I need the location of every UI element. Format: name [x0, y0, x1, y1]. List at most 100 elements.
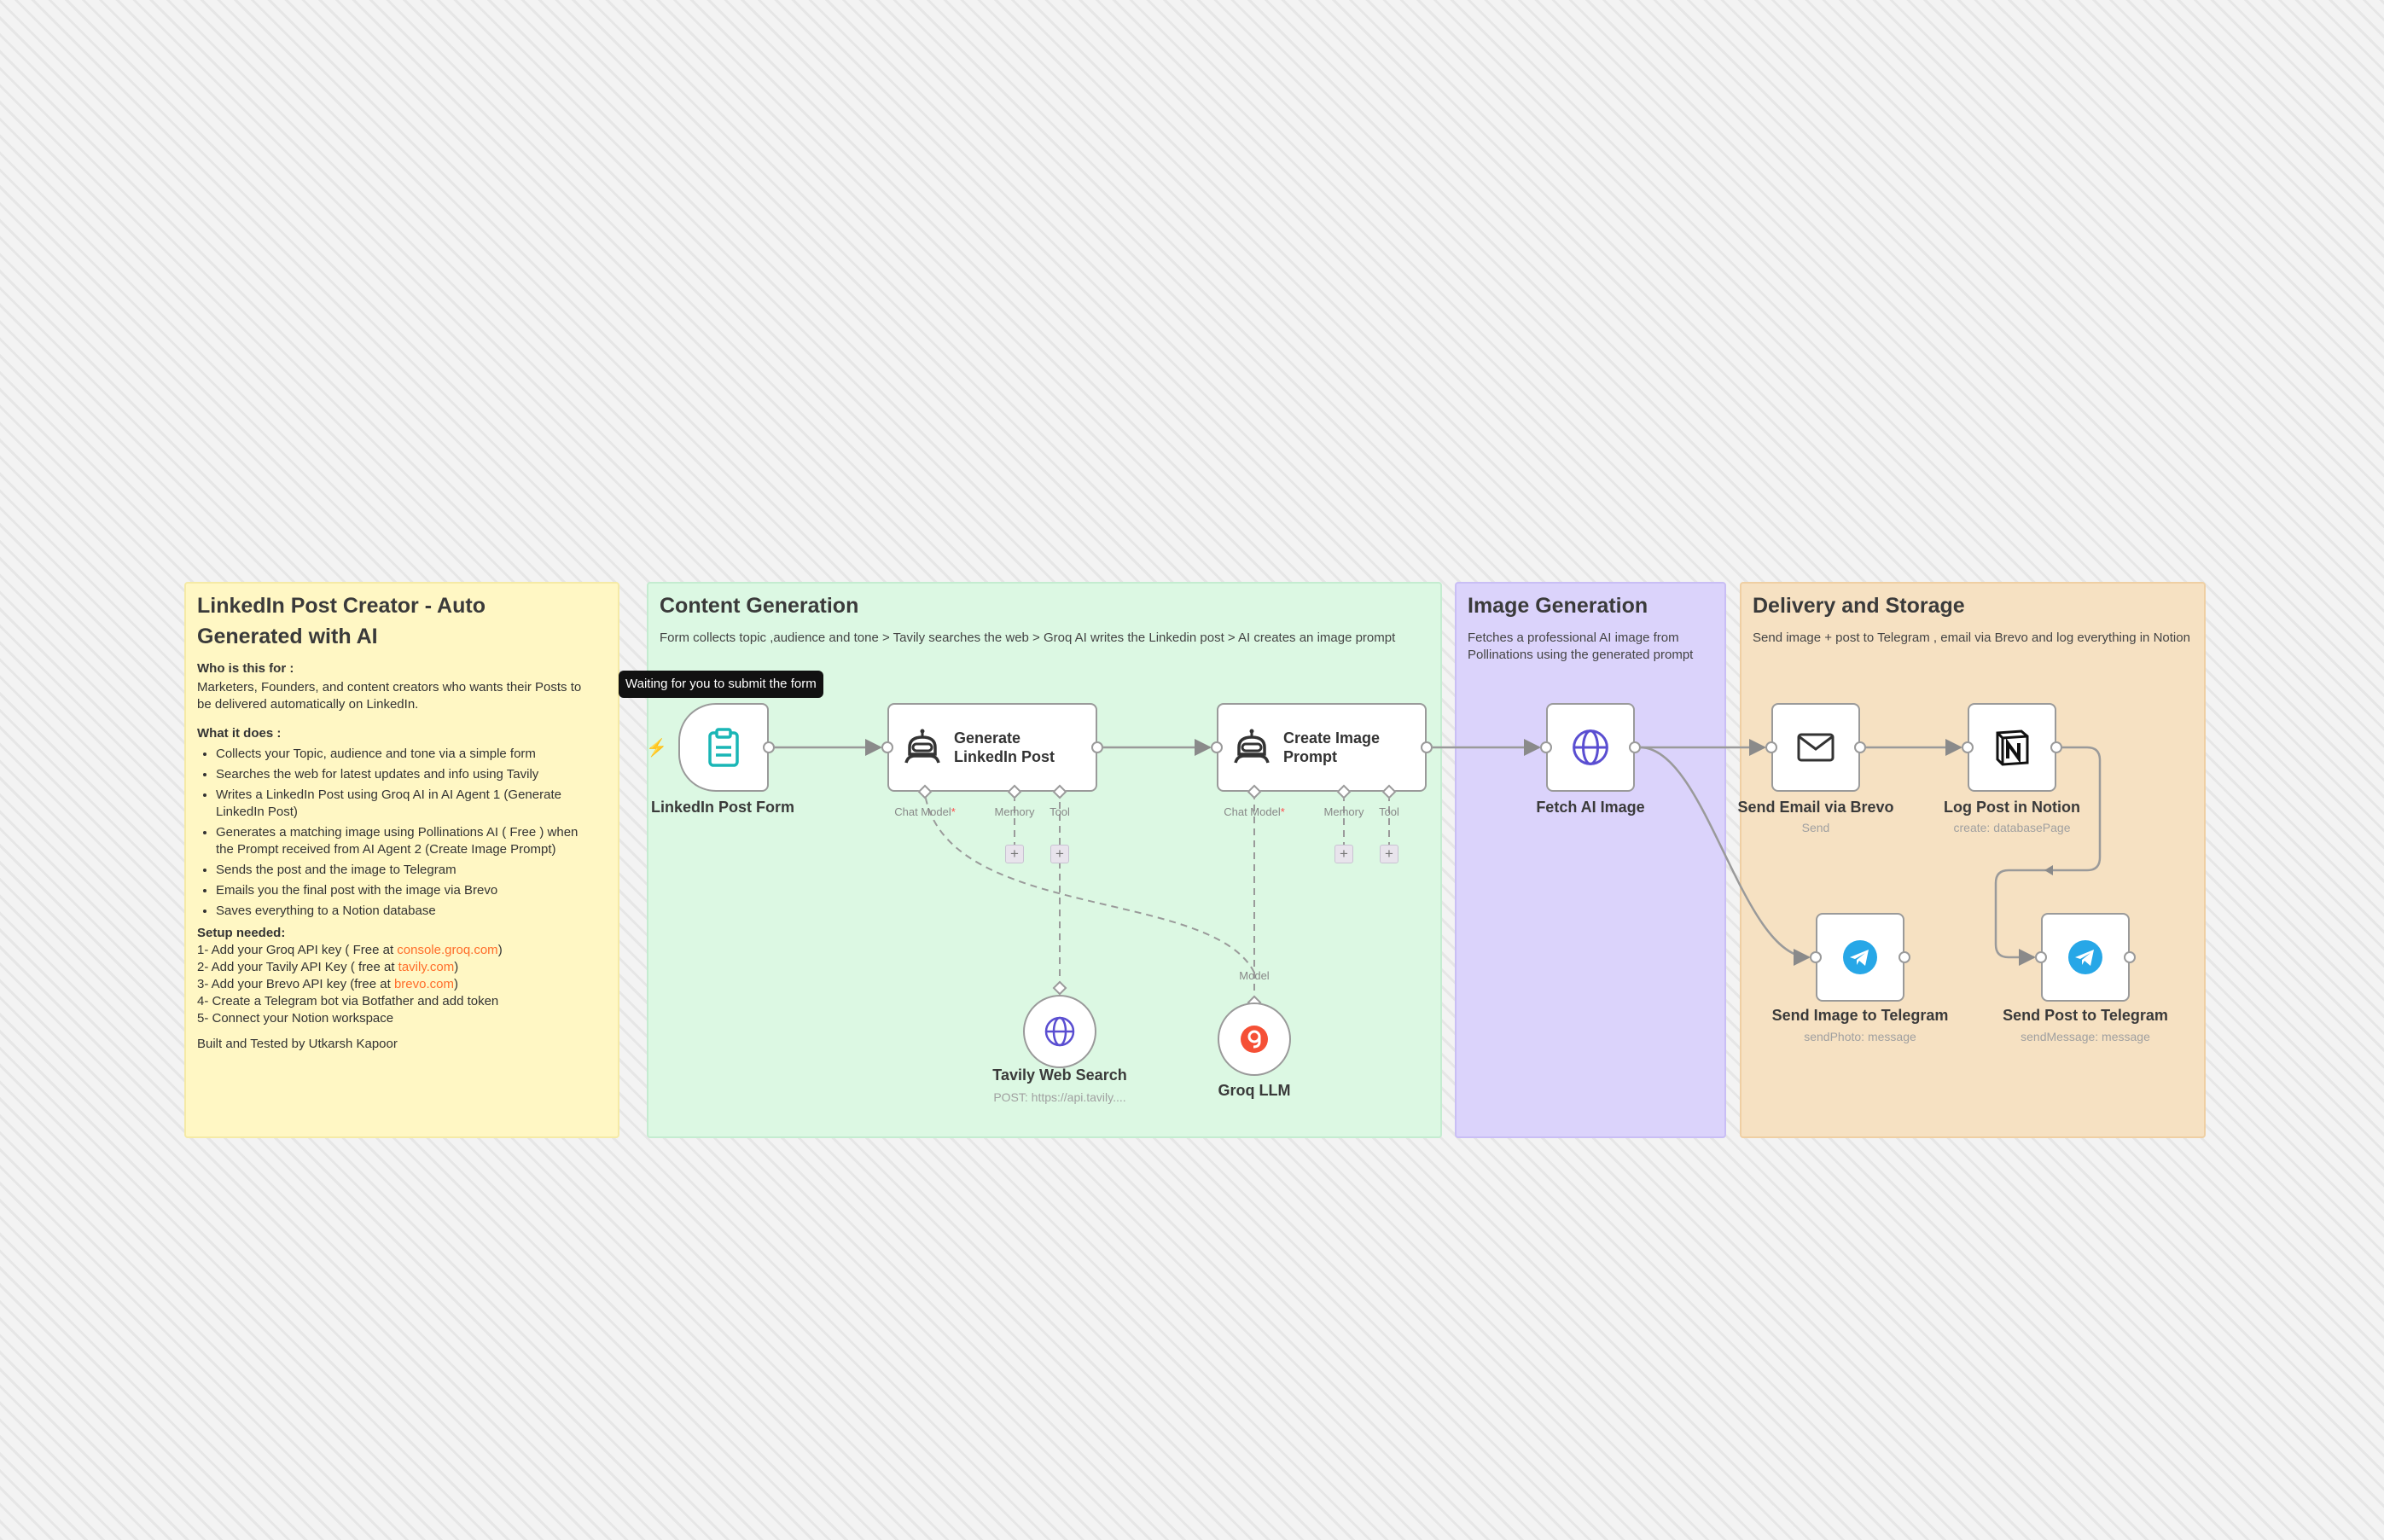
setup-text: ): [454, 960, 459, 974]
port-tgimage-in[interactable]: [1810, 951, 1822, 963]
port-brevo-out[interactable]: [1854, 741, 1866, 753]
telegram-icon: [1843, 940, 1877, 974]
port-notion-in[interactable]: [1962, 741, 1974, 753]
label-send-email-brevo: Send Email via Brevo: [1737, 799, 1894, 816]
edge-groq-agent1-chat: [924, 793, 1255, 973]
what-item: Emails you the final post with the image…: [216, 882, 595, 899]
node-send-image-telegram[interactable]: [1816, 913, 1904, 1002]
port-agent2-in[interactable]: [1211, 741, 1223, 753]
node-linkedin-post-form[interactable]: [678, 703, 769, 792]
port-tgpost-in[interactable]: [2035, 951, 2047, 963]
sub-log-post-notion: create: databasePage: [1953, 821, 2071, 834]
intro-body: Who is this for : Marketers, Founders, a…: [197, 660, 595, 1053]
node-generate-linkedin-post[interactable]: Generate LinkedIn Post: [887, 703, 1097, 792]
content-title: Content Generation: [660, 594, 859, 618]
setup-text: 1- Add your Groq API key ( Free at: [197, 943, 398, 957]
brevo-link[interactable]: brevo.com: [393, 977, 454, 991]
edge-arrow-mid: [2044, 865, 2053, 875]
intro-footer: Built and Tested by Utkarsh Kapoor: [197, 1037, 398, 1051]
intro-title: LinkedIn Post Creator - Auto Generated w…: [197, 594, 486, 648]
delivery-title: Delivery and Storage: [1753, 594, 1965, 618]
label-send-image-telegram: Send Image to Telegram: [1771, 1007, 1949, 1024]
clipboard-icon: [708, 728, 739, 767]
what-heading: What it does :: [197, 726, 282, 741]
what-item: Searches the web for latest updates and …: [216, 766, 595, 783]
setup-heading: Setup needed:: [197, 926, 286, 940]
notion-logo-icon: [1996, 729, 2029, 766]
node-log-post-notion[interactable]: [1968, 703, 2056, 792]
node-fetch-ai-image[interactable]: [1546, 703, 1635, 792]
what-item: Sends the post and the image to Telegram: [216, 862, 595, 879]
who-heading: Who is this for :: [197, 661, 294, 676]
content-subtitle: Form collects topic ,audience and tone >…: [660, 631, 1396, 645]
what-item: Generates a matching image using Pollina…: [216, 824, 595, 858]
add-memory-button[interactable]: +: [1334, 845, 1353, 863]
sticky-intro[interactable]: [184, 582, 619, 1138]
port-label-text: Chat Model: [894, 805, 951, 818]
add-tool-button[interactable]: +: [1380, 845, 1398, 863]
node-create-image-prompt[interactable]: Create Image Prompt: [1217, 703, 1427, 792]
setup-line: 3- Add your Brevo API key (free at brevo…: [197, 976, 595, 993]
sub-tavily-web-search: POST: https://api.tavily....: [993, 1090, 1126, 1104]
delivery-subtitle: Send image + post to Telegram , email vi…: [1753, 631, 2190, 645]
port-fetch-out[interactable]: [1629, 741, 1641, 753]
setup-line: 5- Connect your Notion workspace: [197, 1011, 394, 1026]
node-send-post-telegram[interactable]: [2041, 913, 2130, 1002]
label-agent1-tool: Tool: [1050, 805, 1070, 818]
telegram-icon: [2068, 940, 2102, 974]
what-item: Collects your Topic, audience and tone v…: [216, 746, 595, 763]
setup-text: ): [453, 977, 458, 991]
add-memory-button[interactable]: +: [1005, 845, 1024, 863]
label-agent2-memory: Memory: [1323, 805, 1364, 818]
trigger-tooltip: Waiting for you to submit the form: [619, 671, 823, 698]
label-create-image-prompt: Create Image Prompt: [1283, 729, 1381, 765]
what-item: Writes a LinkedIn Post using Groq AI in …: [216, 787, 595, 821]
port-form-out[interactable]: [763, 741, 775, 753]
who-text: Marketers, Founders, and content creator…: [197, 680, 582, 712]
tavily-link[interactable]: tavily.com: [398, 960, 455, 974]
label-log-post-notion: Log Post in Notion: [1944, 799, 2080, 816]
robot-icon: [1234, 729, 1270, 764]
port-notion-out[interactable]: [2050, 741, 2062, 753]
port-fetch-in[interactable]: [1540, 741, 1552, 753]
node-groq-llm[interactable]: [1218, 1002, 1291, 1076]
label-agent1-chat: Chat Model*: [894, 805, 956, 818]
image-subtitle: Fetches a professional AI image from Pol…: [1468, 631, 1694, 662]
node-send-email-brevo[interactable]: [1771, 703, 1860, 792]
label-fetch-ai-image: Fetch AI Image: [1536, 799, 1645, 816]
sub-send-post-telegram: sendMessage: message: [2021, 1030, 2150, 1043]
setup-text: 3- Add your Brevo API key (free at: [197, 977, 394, 991]
setup-line: 2- Add your Tavily API Key ( free at tav…: [197, 959, 595, 976]
label-tavily-web-search: Tavily Web Search: [992, 1066, 1127, 1084]
what-list: Collects your Topic, audience and tone v…: [197, 746, 595, 920]
label-agent2-tool: Tool: [1379, 805, 1399, 818]
port-agent2-out[interactable]: [1421, 741, 1433, 753]
sticky-delivery-storage[interactable]: [1740, 582, 2206, 1138]
image-title: Image Generation: [1468, 594, 1648, 618]
robot-icon: [904, 729, 940, 764]
globe-icon: [1044, 1016, 1075, 1047]
required-marker: *: [1280, 805, 1285, 818]
label-agent1-memory: Memory: [994, 805, 1035, 818]
label-groq-llm: Groq LLM: [1218, 1082, 1291, 1099]
add-tool-button[interactable]: +: [1050, 845, 1069, 863]
port-tgpost-out[interactable]: [2124, 951, 2136, 963]
sub-send-image-telegram: sendPhoto: message: [1804, 1030, 1916, 1043]
envelope-icon: [1797, 733, 1835, 762]
globe-icon: [1573, 729, 1608, 765]
port-agent1-out[interactable]: [1091, 741, 1103, 753]
what-item: Saves everything to a Notion database: [216, 903, 595, 920]
port-label-text: Chat Model: [1224, 805, 1281, 818]
port-brevo-in[interactable]: [1765, 741, 1777, 753]
port-agent1-in[interactable]: [881, 741, 893, 753]
label-groq-model-port: Model: [1239, 969, 1270, 982]
label-send-post-telegram: Send Post to Telegram: [2003, 1007, 2168, 1024]
label-generate-linkedin-post: Generate LinkedIn Post: [954, 729, 1055, 765]
node-tavily-web-search[interactable]: [1023, 995, 1096, 1068]
sticky-image-generation[interactable]: [1455, 582, 1726, 1138]
port-tgimage-out[interactable]: [1898, 951, 1910, 963]
groq-link[interactable]: console.groq.com: [397, 943, 498, 957]
setup-text: 2- Add your Tavily API Key ( free at: [197, 960, 398, 974]
label-linkedin-post-form: LinkedIn Post Form: [650, 799, 795, 816]
